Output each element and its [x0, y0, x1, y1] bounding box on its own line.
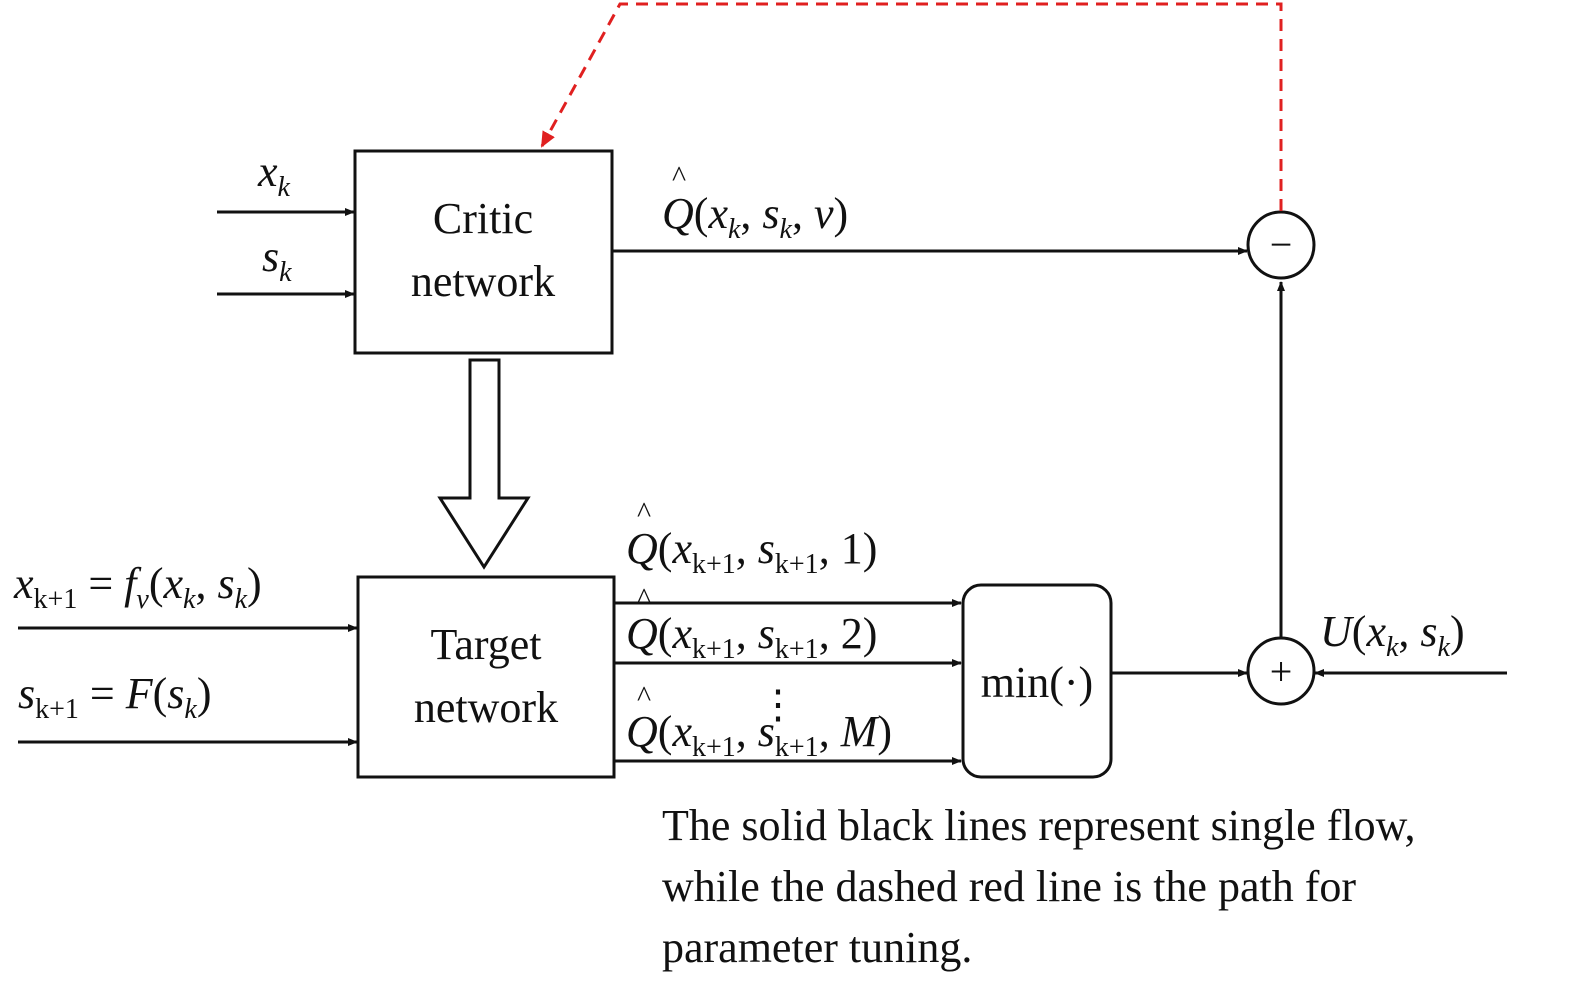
svg-text:Q(xk+1, sk+1, M): Q(xk+1, sk+1, M) [626, 707, 892, 763]
label-utility: U(xk, sk) [1320, 607, 1465, 663]
caption-line-1: The solid black lines represent single f… [662, 801, 1416, 850]
caption-line-2: while the dashed red line is the path fo… [662, 862, 1356, 911]
q-hat-accent: ^ [637, 582, 651, 615]
label-xk: xk [257, 147, 291, 203]
label-q-critic: ^ Q(xk, sk, v) [662, 160, 848, 245]
target-label-line1: Target [431, 620, 542, 669]
label-sk: sk [262, 232, 292, 288]
critic-label-line2: network [411, 257, 555, 306]
label-q-target-2: ^ Q(xk+1, sk+1, 2) [626, 582, 877, 665]
svg-text:Q(xk+1, sk+1, 1): Q(xk+1, sk+1, 1) [626, 524, 877, 580]
copy-weights-arrow [437, 358, 531, 570]
minus-node: − [1246, 210, 1316, 280]
plus-symbol: + [1270, 649, 1293, 694]
target-label-line2: network [414, 683, 558, 732]
target-network-block: Target network [356, 575, 616, 779]
label-sk1-eq: sk+1 = F(sk) [18, 669, 212, 725]
minus-symbol: − [1270, 222, 1293, 267]
q-hat-accent: ^ [637, 496, 651, 529]
critic-label-line1: Critic [433, 194, 533, 243]
critic-network-block: Critic network [353, 149, 614, 355]
svg-text:Q(xk, sk, v): Q(xk, sk, v) [662, 189, 848, 245]
min-block: min(·) [961, 583, 1113, 779]
plus-node: + [1246, 636, 1316, 706]
caption: The solid black lines represent single f… [662, 801, 1416, 972]
q-hat-accent: ^ [637, 680, 651, 713]
label-xk1-eq: xk+1 = fv(xk, sk) [13, 559, 262, 615]
parameter-tuning-path [540, 2, 1283, 211]
min-label: min(·) [981, 658, 1093, 707]
label-q-target-m: ^ Q(xk+1, sk+1, M) [626, 680, 892, 763]
svg-text:Q(xk+1, sk+1, 2): Q(xk+1, sk+1, 2) [626, 609, 877, 665]
label-q-target-1: ^ Q(xk+1, sk+1, 1) [626, 496, 877, 580]
caption-line-3: parameter tuning. [662, 923, 972, 972]
q-hat-accent: ^ [672, 160, 686, 193]
vertical-ellipsis: ⋮ [758, 682, 798, 727]
